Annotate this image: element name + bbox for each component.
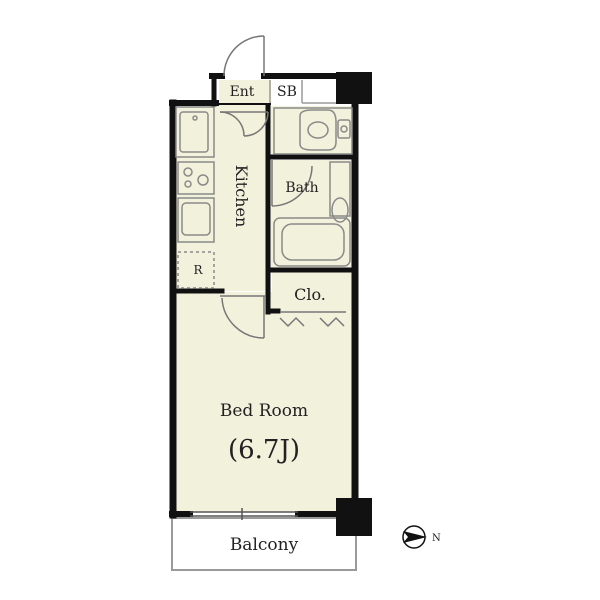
bedroom-door (220, 295, 266, 339)
balcony-area (171, 517, 357, 571)
counter-sink (177, 197, 215, 243)
balcony-window (190, 508, 298, 520)
label-bedroom: Bed Room (220, 401, 308, 421)
toilet (273, 107, 353, 155)
washbasin (329, 161, 351, 223)
kitchen-door (219, 111, 269, 137)
bath-door (271, 160, 313, 207)
label-bath: Bath (285, 180, 318, 196)
refrigerator-space (177, 251, 215, 289)
entrance-door (223, 35, 265, 77)
label-shoe-box: SB (277, 84, 297, 100)
label-refrigerator: R (193, 263, 203, 277)
label-closet: Clo. (294, 285, 326, 304)
closet-doors (279, 311, 346, 328)
label-bedroom-size: (6.7J) (228, 435, 300, 465)
stove (177, 161, 215, 195)
pillars (336, 72, 372, 536)
label-entrance: Ent (230, 84, 255, 100)
label-kitchen: Kitchen (232, 165, 251, 228)
kitchen-sink (175, 106, 215, 158)
bathtub (273, 217, 351, 267)
north-arrow-icon (402, 525, 427, 549)
floor-areas (174, 80, 356, 512)
compass-label: N (432, 533, 441, 544)
shoe-box (269, 80, 336, 104)
floor-entrance (219, 80, 271, 111)
label-balcony: Balcony (230, 535, 299, 555)
floor-bath (270, 160, 356, 268)
